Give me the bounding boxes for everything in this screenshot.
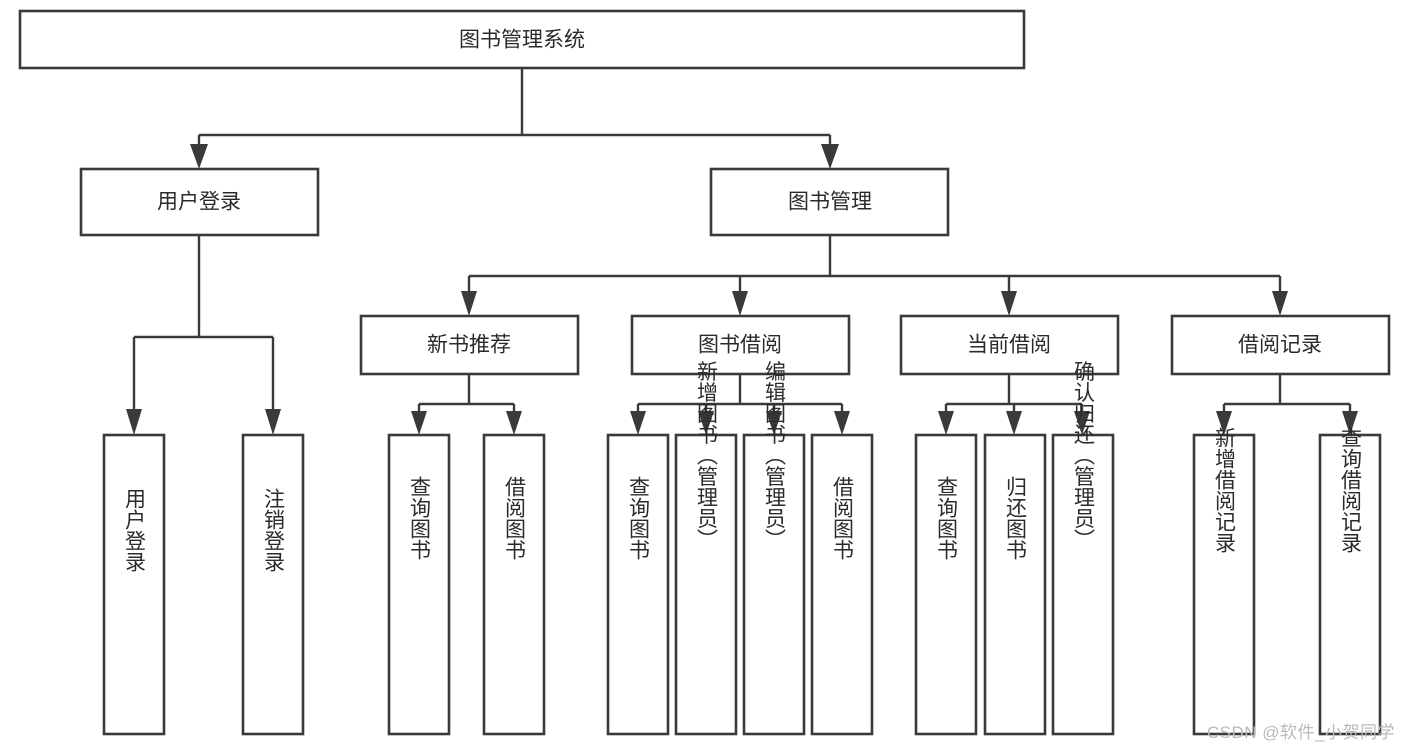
node-leaf-add-borrow-record-label: 新增借阅记录 [1213, 427, 1237, 553]
node-leaf-query-borrow-record[interactable]: 查询借阅记录 [1318, 427, 1382, 736]
arrow-head-leaf-query-book-1 [411, 411, 427, 435]
node-leaf-logout-label: 注销登录 [262, 488, 286, 572]
node-book-borrow[interactable]: 图书借阅 [630, 314, 851, 376]
arrow-head-leaf-query-borrow-record [1342, 411, 1358, 435]
node-new-book-recommend-box[interactable] [359, 314, 580, 376]
node-leaf-add-book-admin-box[interactable] [674, 433, 738, 736]
node-book-borrow-label: 图书借阅 [698, 334, 782, 357]
node-leaf-query-book-1-box[interactable] [387, 433, 451, 736]
node-leaf-return-book[interactable]: 归还图书 [983, 433, 1047, 736]
arrow-head-leaf-user-login [126, 409, 142, 435]
arrow-head-book-manage [821, 144, 839, 169]
node-leaf-edit-book-admin-label: 编辑图书（管理员） [763, 361, 787, 550]
node-leaf-query-book-2-label: 查询图书 [627, 476, 651, 560]
node-borrow-record-label: 借阅记录 [1238, 334, 1322, 357]
node-leaf-logout[interactable]: 注销登录 [241, 433, 305, 736]
arrow-head-current-borrow [1001, 291, 1017, 316]
node-leaf-add-book-admin-label: 新增图书（管理员） [695, 361, 719, 550]
node-current-borrow-box[interactable] [899, 314, 1120, 376]
node-leaf-edit-book-admin-box[interactable] [742, 433, 806, 736]
arrow-head-leaf-confirm-return-admin [1074, 411, 1090, 435]
node-leaf-query-book-2-box[interactable] [606, 433, 670, 736]
arrow-head-leaf-query-book-2 [630, 411, 646, 435]
node-leaf-user-login[interactable]: 用户登录 [102, 433, 166, 736]
node-user-login-label: 用户登录 [157, 191, 241, 214]
node-book-borrow-box[interactable] [630, 314, 851, 376]
node-leaf-user-login-label: 用户登录 [123, 488, 147, 572]
node-leaf-query-borrow-record-label: 查询借阅记录 [1339, 427, 1363, 553]
arrow-head-leaf-add-book-admin [698, 411, 714, 435]
arrow-head-leaf-query-book-3 [938, 411, 954, 435]
node-leaf-query-borrow-record-box[interactable] [1318, 433, 1382, 736]
node-root-box[interactable] [18, 9, 1026, 70]
node-user-login-box[interactable] [79, 167, 320, 237]
node-borrow-record[interactable]: 借阅记录 [1170, 314, 1391, 376]
node-current-borrow-label: 当前借阅 [967, 334, 1051, 357]
node-leaf-user-login-box[interactable] [102, 433, 166, 736]
arrow-head-leaf-edit-book-admin [766, 411, 782, 435]
arrow-head-new-book-recommend [461, 291, 477, 316]
node-current-borrow[interactable]: 当前借阅 [899, 314, 1120, 376]
node-leaf-add-borrow-record[interactable]: 新增借阅记录 [1192, 427, 1256, 736]
node-leaf-query-book-1[interactable]: 查询图书 [387, 433, 451, 736]
node-leaf-query-book-2[interactable]: 查询图书 [606, 433, 670, 736]
node-user-login[interactable]: 用户登录 [79, 167, 320, 237]
node-leaf-borrow-book-2[interactable]: 借阅图书 [810, 433, 874, 736]
arrow-head-leaf-add-borrow-record [1216, 411, 1232, 435]
node-leaf-return-book-label: 归还图书 [1004, 476, 1028, 560]
arrow-head-leaf-borrow-book-2 [834, 411, 850, 435]
node-leaf-borrow-book-1[interactable]: 借阅图书 [482, 433, 546, 736]
node-new-book-recommend[interactable]: 新书推荐 [359, 314, 580, 376]
node-leaf-query-book-3-label: 查询图书 [935, 476, 959, 560]
arrow-head-user-login [190, 144, 208, 169]
node-leaf-query-book-3-box[interactable] [914, 433, 978, 736]
arrow-head-borrow-record [1272, 291, 1288, 316]
node-borrow-record-box[interactable] [1170, 314, 1391, 376]
node-leaf-confirm-return-admin-label: 确认归还（管理员） [1072, 361, 1096, 550]
node-leaf-borrow-book-2-box[interactable] [810, 433, 874, 736]
node-book-manage-label: 图书管理 [788, 191, 872, 214]
node-book-manage[interactable]: 图书管理 [709, 167, 950, 237]
node-leaf-query-book-3[interactable]: 查询图书 [914, 433, 978, 736]
node-root-label: 图书管理系统 [459, 29, 585, 52]
node-leaf-edit-book-admin[interactable]: 编辑图书（管理员） [742, 361, 806, 736]
node-leaf-return-book-box[interactable] [983, 433, 1047, 736]
node-root[interactable]: 图书管理系统 [18, 9, 1026, 70]
node-leaf-borrow-book-1-box[interactable] [482, 433, 546, 736]
edges-layer [126, 68, 1358, 435]
nodes-layer: 图书管理系统 用户登录 图书管理 新书推荐 图书借阅 当前 [18, 9, 1391, 736]
csdn-watermark: CSDN @软件_小贺同学 [1206, 723, 1395, 742]
node-new-book-recommend-label: 新书推荐 [427, 334, 511, 357]
arrow-head-leaf-return-book [1006, 411, 1022, 435]
node-leaf-borrow-book-1-label: 借阅图书 [503, 476, 527, 560]
node-leaf-confirm-return-admin-box[interactable] [1051, 433, 1115, 736]
node-book-manage-box[interactable] [709, 167, 950, 237]
arrow-head-leaf-borrow-book-1 [506, 411, 522, 435]
node-leaf-add-book-admin[interactable]: 新增图书（管理员） [674, 361, 738, 736]
node-leaf-add-borrow-record-box[interactable] [1192, 433, 1256, 736]
arrow-head-leaf-logout [265, 409, 281, 435]
node-leaf-borrow-book-2-label: 借阅图书 [831, 476, 855, 560]
node-leaf-logout-box[interactable] [241, 433, 305, 736]
node-leaf-query-book-1-label: 查询图书 [408, 476, 432, 560]
arrow-head-book-borrow [732, 291, 748, 316]
node-leaf-confirm-return-admin[interactable]: 确认归还（管理员） [1051, 361, 1115, 736]
